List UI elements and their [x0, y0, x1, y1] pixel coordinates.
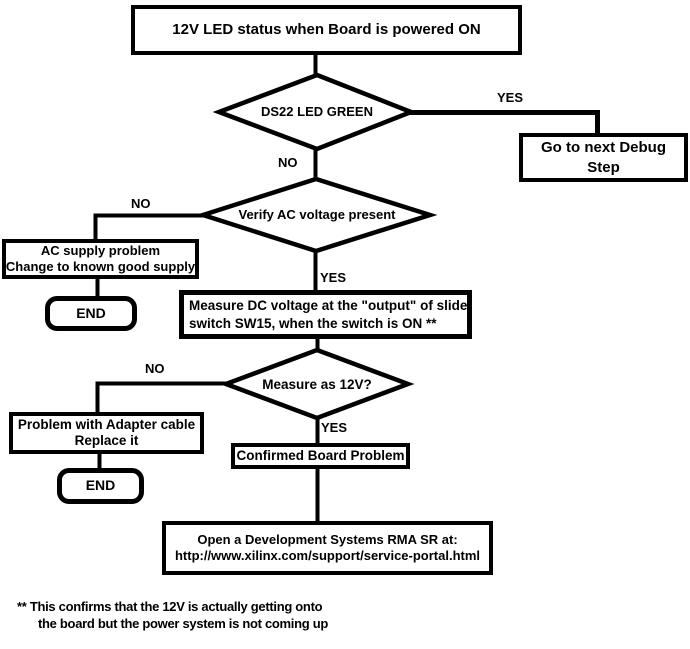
- decision-measure-12v-label: Measure as 12V?: [262, 377, 372, 392]
- branch-label-ds22-yes: YES: [496, 90, 523, 105]
- end-terminator-1-label: END: [76, 304, 106, 321]
- footnote-line2: the board but the power system is not co…: [38, 615, 328, 631]
- adapter-cable-problem-box: Problem with Adapter cable Replace it: [9, 412, 204, 454]
- decision-verify-ac-label: Verify AC voltage present: [238, 207, 396, 222]
- rma-sr-line1: Open a Development Systems RMA SR at:: [197, 532, 458, 548]
- confirmed-board-problem-box: Confirmed Board Problem: [231, 443, 410, 469]
- end-terminator-1: END: [45, 296, 137, 331]
- measure-dc-voltage-line1: Measure DC voltage at the "output" of sl…: [189, 297, 468, 313]
- end-terminator-2-label: END: [85, 477, 116, 494]
- branch-label-verify-ac-no: NO: [131, 196, 151, 211]
- decision-measure-12v-diamond: [219, 347, 415, 421]
- measure-dc-voltage-line2: switch SW15, when the switch is ON **: [189, 315, 437, 331]
- branch-label-ds22-no: NO: [278, 155, 298, 170]
- end-terminator-2: END: [57, 468, 144, 504]
- decision-verify-ac-diamond: [195, 176, 438, 254]
- title-box: 12V LED status when Board is powered ON: [131, 5, 522, 55]
- footnote: ** This confirms that the 12V is actuall…: [17, 599, 328, 633]
- title-text: 12V LED status when Board is powered ON: [172, 20, 481, 38]
- connector-12v-no-to-adapter: [95, 381, 230, 416]
- branch-label-measure-12v-yes: YES: [321, 420, 348, 435]
- decision-ds22-label: DS22 LED GREEN: [261, 104, 373, 119]
- adapter-cable-problem-line1: Problem with Adapter cable: [17, 416, 196, 432]
- ac-supply-problem-line2: Change to known good supply: [5, 259, 196, 274]
- rma-sr-line2: http://www.xilinx.com/support/service-po…: [174, 548, 481, 563]
- connector-verify-no-to-ac: [93, 213, 208, 243]
- branch-label-measure-12v-no: NO: [145, 361, 165, 376]
- goto-debug-step-box: Go to next Debug Step: [519, 133, 688, 182]
- footnote-line1: ** This confirms that the 12V is actuall…: [17, 599, 323, 614]
- connector-ds22-yes-to-debug: [409, 110, 600, 137]
- decision-ds22-diamond: [212, 72, 418, 152]
- goto-debug-step-text: Go to next Debug Step: [541, 139, 666, 176]
- ac-supply-problem-line1: AC supply problem: [40, 243, 161, 259]
- adapter-cable-problem-line2: Replace it: [74, 433, 139, 448]
- branch-label-verify-ac-yes: YES: [320, 270, 347, 285]
- measure-dc-voltage-box: Measure DC voltage at the "output" of sl…: [179, 290, 472, 339]
- ac-supply-problem-box: AC supply problem Change to known good s…: [2, 239, 199, 279]
- confirmed-board-problem-text: Confirmed Board Problem: [236, 447, 405, 463]
- rma-sr-box: Open a Development Systems RMA SR at: ht…: [162, 521, 493, 575]
